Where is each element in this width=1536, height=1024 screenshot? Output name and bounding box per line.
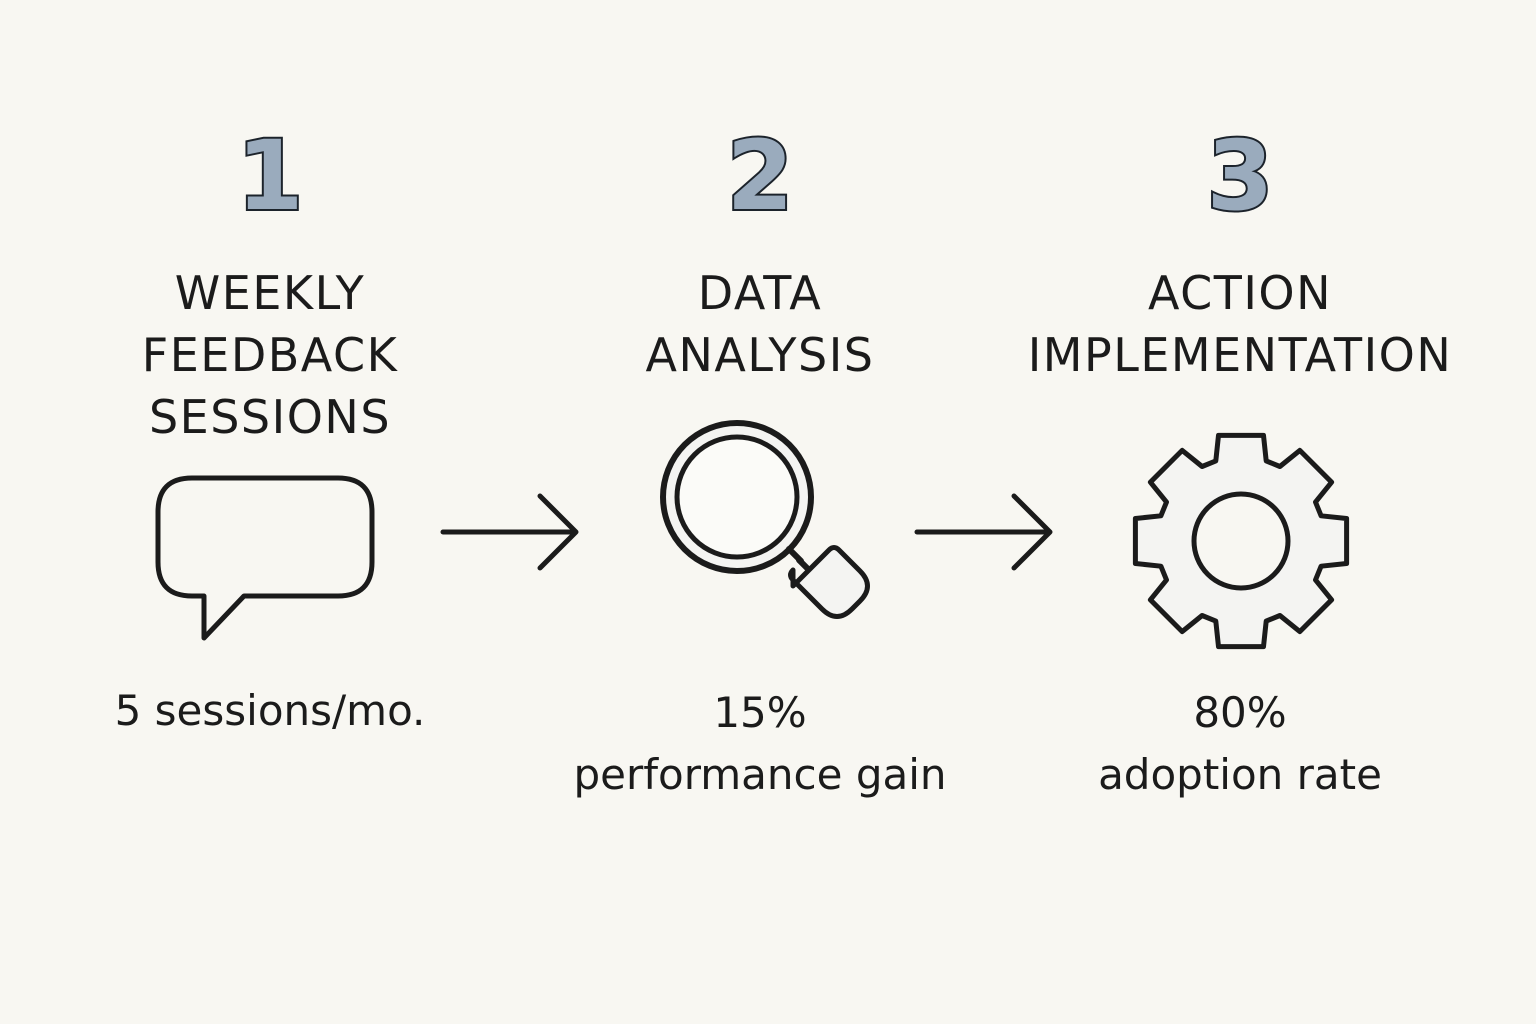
step-number: 2 bbox=[725, 120, 796, 232]
magnifying-glass-icon bbox=[660, 420, 870, 619]
arrow-right-icon bbox=[914, 493, 1053, 571]
speech-bubble-icon bbox=[155, 475, 375, 641]
arrow-right-icon bbox=[440, 493, 579, 571]
metric-text: 5 sessions/mo. bbox=[114, 686, 426, 735]
step-title: WEEKLY FEEDBACK SESSIONS bbox=[60, 262, 480, 448]
step-metric: 5 sessions/mo. bbox=[60, 680, 480, 742]
metric-value: 15% bbox=[713, 688, 807, 737]
step-metric: 15% performance gain bbox=[550, 682, 970, 806]
metric-value: 80% bbox=[1193, 688, 1287, 737]
metric-label: performance gain bbox=[573, 750, 947, 799]
step-title-line: ANALYSIS bbox=[645, 328, 875, 382]
step-title-line: WEEKLY bbox=[174, 266, 366, 320]
metric-label: adoption rate bbox=[1098, 750, 1382, 799]
step-metric: 80% adoption rate bbox=[990, 682, 1490, 806]
step-title-line: FEEDBACK bbox=[141, 328, 399, 382]
gear-icon bbox=[1132, 432, 1350, 650]
step-title-line: ACTION bbox=[1147, 266, 1333, 320]
step-title-line: IMPLEMENTATION bbox=[1027, 328, 1453, 382]
step-number: 3 bbox=[1205, 120, 1276, 232]
step-title: ACTION IMPLEMENTATION bbox=[990, 262, 1490, 386]
step-title-line: DATA bbox=[697, 266, 823, 320]
step-number: 1 bbox=[235, 120, 306, 232]
step-title: DATA ANALYSIS bbox=[550, 262, 970, 386]
step-title-line: SESSIONS bbox=[148, 390, 392, 444]
